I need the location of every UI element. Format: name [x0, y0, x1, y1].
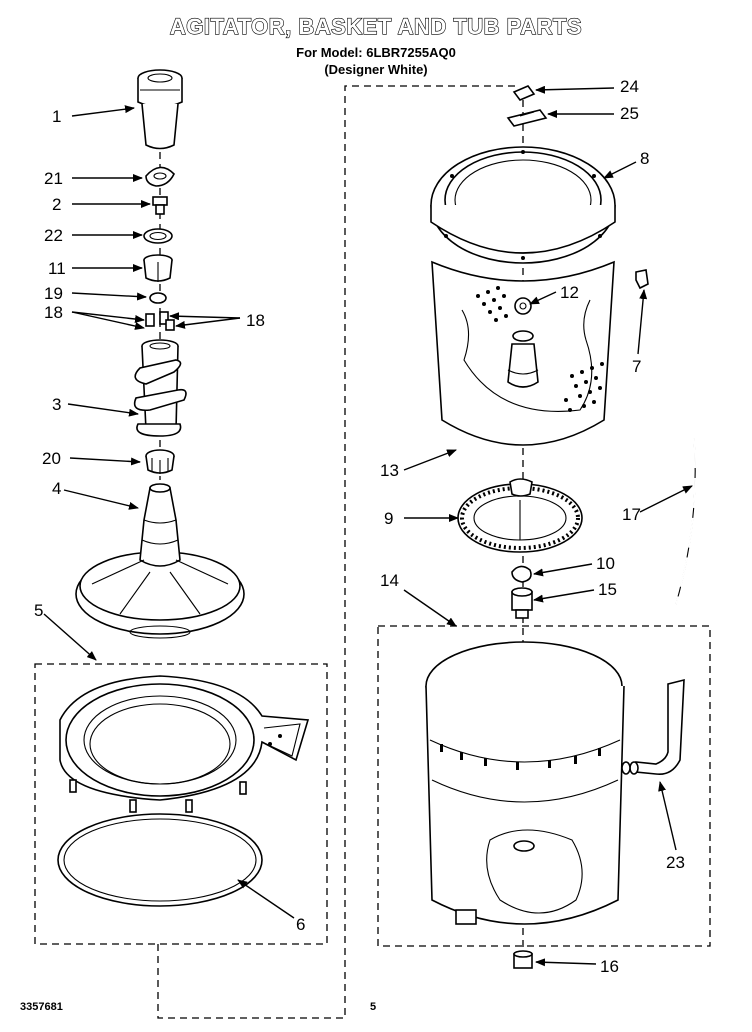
callout-14: 14 [380, 571, 399, 590]
callout-9: 9 [384, 509, 393, 528]
callout-numbers: 1 21 2 22 11 19 18 18 3 20 4 5 6 24 25 8… [34, 77, 685, 976]
part-17-hose-inner [675, 437, 696, 605]
part-22-seal-ring [143, 228, 173, 244]
part-12-spanner-nut [514, 297, 532, 315]
callout-1: 1 [52, 107, 61, 126]
callout-18-right: 18 [246, 311, 265, 330]
part-20-cam-ring [145, 449, 175, 474]
part-3-auger [133, 339, 187, 437]
part-1-agitator-cap [137, 69, 183, 150]
callout-15: 15 [598, 580, 617, 599]
part-15-seal-kit [511, 587, 533, 619]
callout-8: 8 [640, 149, 649, 168]
part-7-clip [635, 269, 649, 290]
part-2-bolt [152, 196, 168, 215]
callout-12: 12 [560, 283, 579, 302]
part-11-drive-block [143, 254, 173, 282]
part-16-nut [513, 950, 533, 969]
part-23-tub-hose [621, 678, 685, 776]
part-10-retaining-ring [511, 565, 532, 583]
part-19-washer [149, 292, 167, 304]
part-24-clip [512, 85, 536, 101]
callout-10: 10 [596, 554, 615, 573]
callout-17: 17 [622, 505, 641, 524]
callout-3: 3 [52, 395, 61, 414]
part-13-basket-holes [476, 286, 604, 412]
callout-11: 11 [48, 259, 66, 278]
part-21-cam [145, 166, 175, 187]
part-18-agitator-dogs [145, 311, 175, 331]
part-25-hub-nut [506, 109, 548, 127]
part-8-balance-ring [430, 146, 616, 264]
model-variant: (Designer White) [324, 62, 428, 77]
part-13-wash-basket [431, 260, 615, 446]
callout-20: 20 [42, 449, 61, 468]
callout-24: 24 [620, 77, 639, 96]
part-4-agitator-base [75, 483, 245, 639]
callout-25: 25 [620, 104, 639, 123]
callout-6: 6 [296, 915, 305, 934]
document-number: 3357681 [20, 1001, 63, 1013]
callout-21: 21 [44, 169, 63, 188]
callout-7: 7 [632, 357, 641, 376]
part-5-group-outline [34, 663, 328, 945]
callout-5: 5 [34, 601, 43, 620]
model-number: For Model: 6LBR7255AQ0 [296, 45, 456, 60]
page-number: 5 [370, 1001, 377, 1013]
callout-13: 13 [380, 461, 399, 480]
callout-23: 23 [666, 853, 685, 872]
callout-18-left: 18 [44, 303, 63, 322]
part-5-tub-cover [59, 675, 310, 813]
page-title: AGITATOR, BASKET AND TUB PARTS [169, 13, 583, 39]
part-14-group-outline [377, 625, 711, 947]
callout-16: 16 [600, 957, 619, 976]
assembly-path-line [157, 85, 520, 1019]
callout-22: 22 [44, 226, 63, 245]
leader-lines [43, 85, 693, 967]
callout-19: 19 [44, 284, 63, 303]
callout-2: 2 [52, 195, 61, 214]
part-14-outer-tub [425, 641, 625, 925]
part-9-drive-plate [457, 478, 583, 553]
callout-4: 4 [52, 479, 61, 498]
part-6-tub-ring [57, 813, 263, 907]
